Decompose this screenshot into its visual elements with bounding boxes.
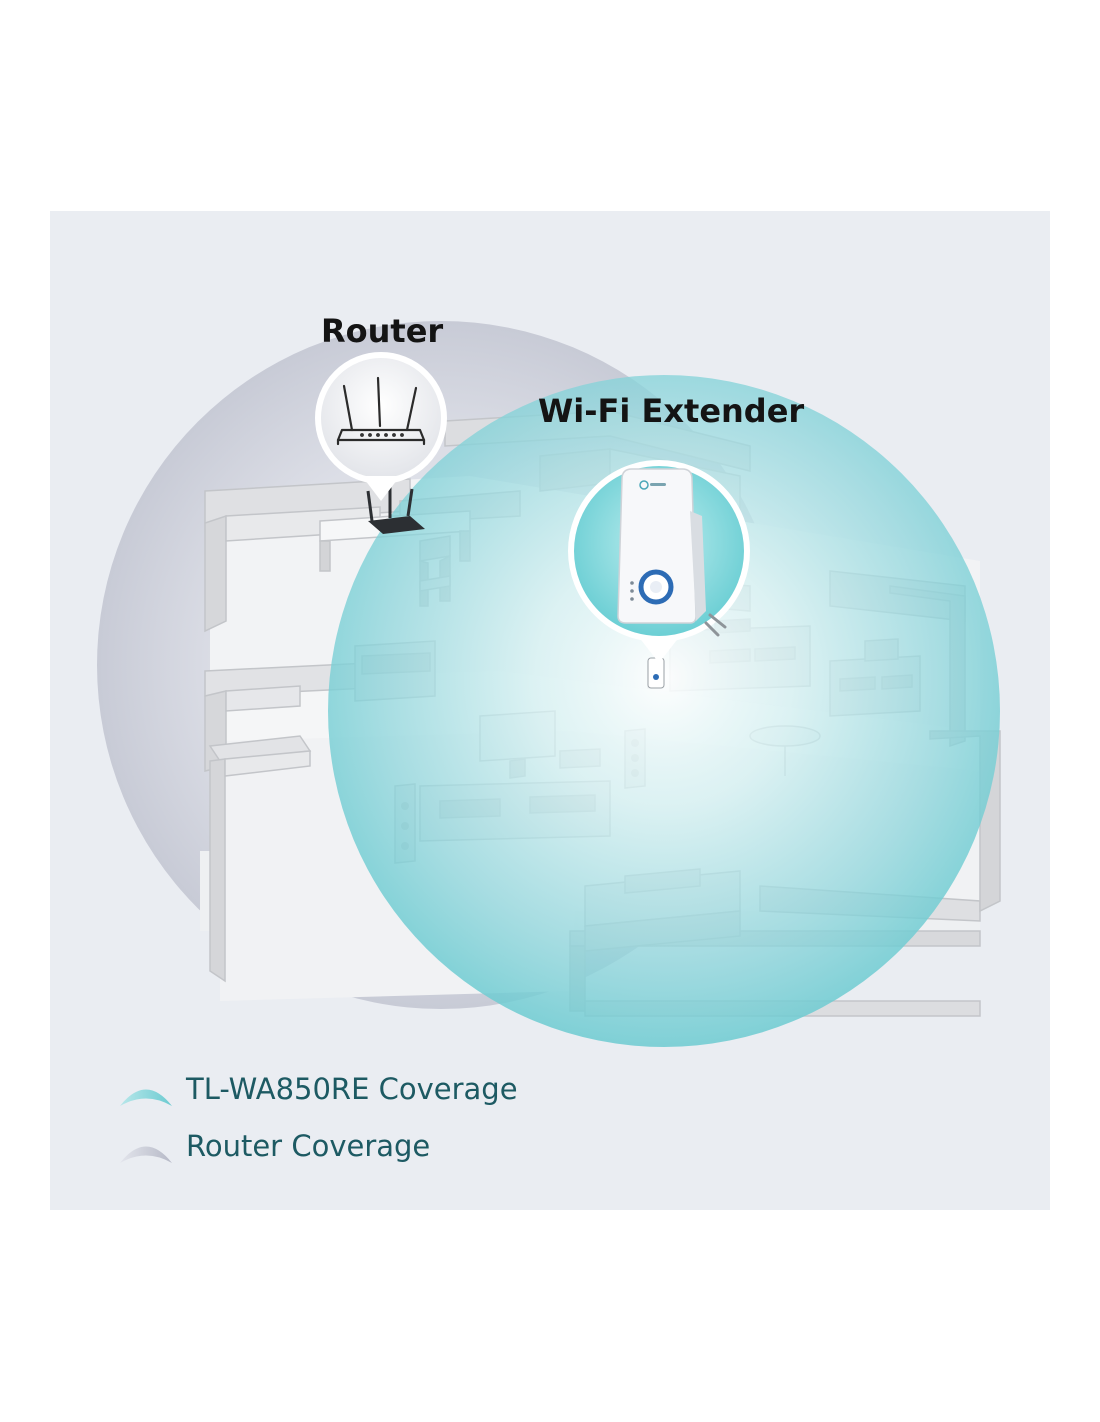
legend-swatch-router — [120, 1146, 172, 1163]
coverage-arc-icon — [120, 1075, 172, 1103]
range-extender-icon — [617, 468, 727, 637]
legend-item-router: Router Coverage — [120, 1126, 430, 1166]
extender-callout — [568, 460, 750, 663]
extender-title: Wi-Fi Extender — [538, 392, 805, 430]
legend-label-router: Router Coverage — [186, 1129, 431, 1163]
router-callout — [315, 352, 447, 501]
router-icon — [336, 376, 426, 446]
legend-item-extender: TL-WA850RE Coverage — [120, 1069, 518, 1109]
floorplan-scene — [97, 321, 1001, 1163]
extender-on-wall — [647, 657, 665, 689]
legend-swatch-extender — [120, 1089, 172, 1106]
legend-label-extender: TL-WA850RE Coverage — [186, 1072, 518, 1106]
router-title: Router — [321, 312, 444, 350]
coverage-arc-icon — [120, 1132, 172, 1160]
diagram-panel: Router Wi-Fi Extender TL-WA850RE Coverag… — [50, 211, 1050, 1210]
tp-link-logo — [639, 480, 666, 490]
router-on-desk — [366, 487, 425, 534]
extender-coverage-zone — [328, 375, 1000, 1047]
